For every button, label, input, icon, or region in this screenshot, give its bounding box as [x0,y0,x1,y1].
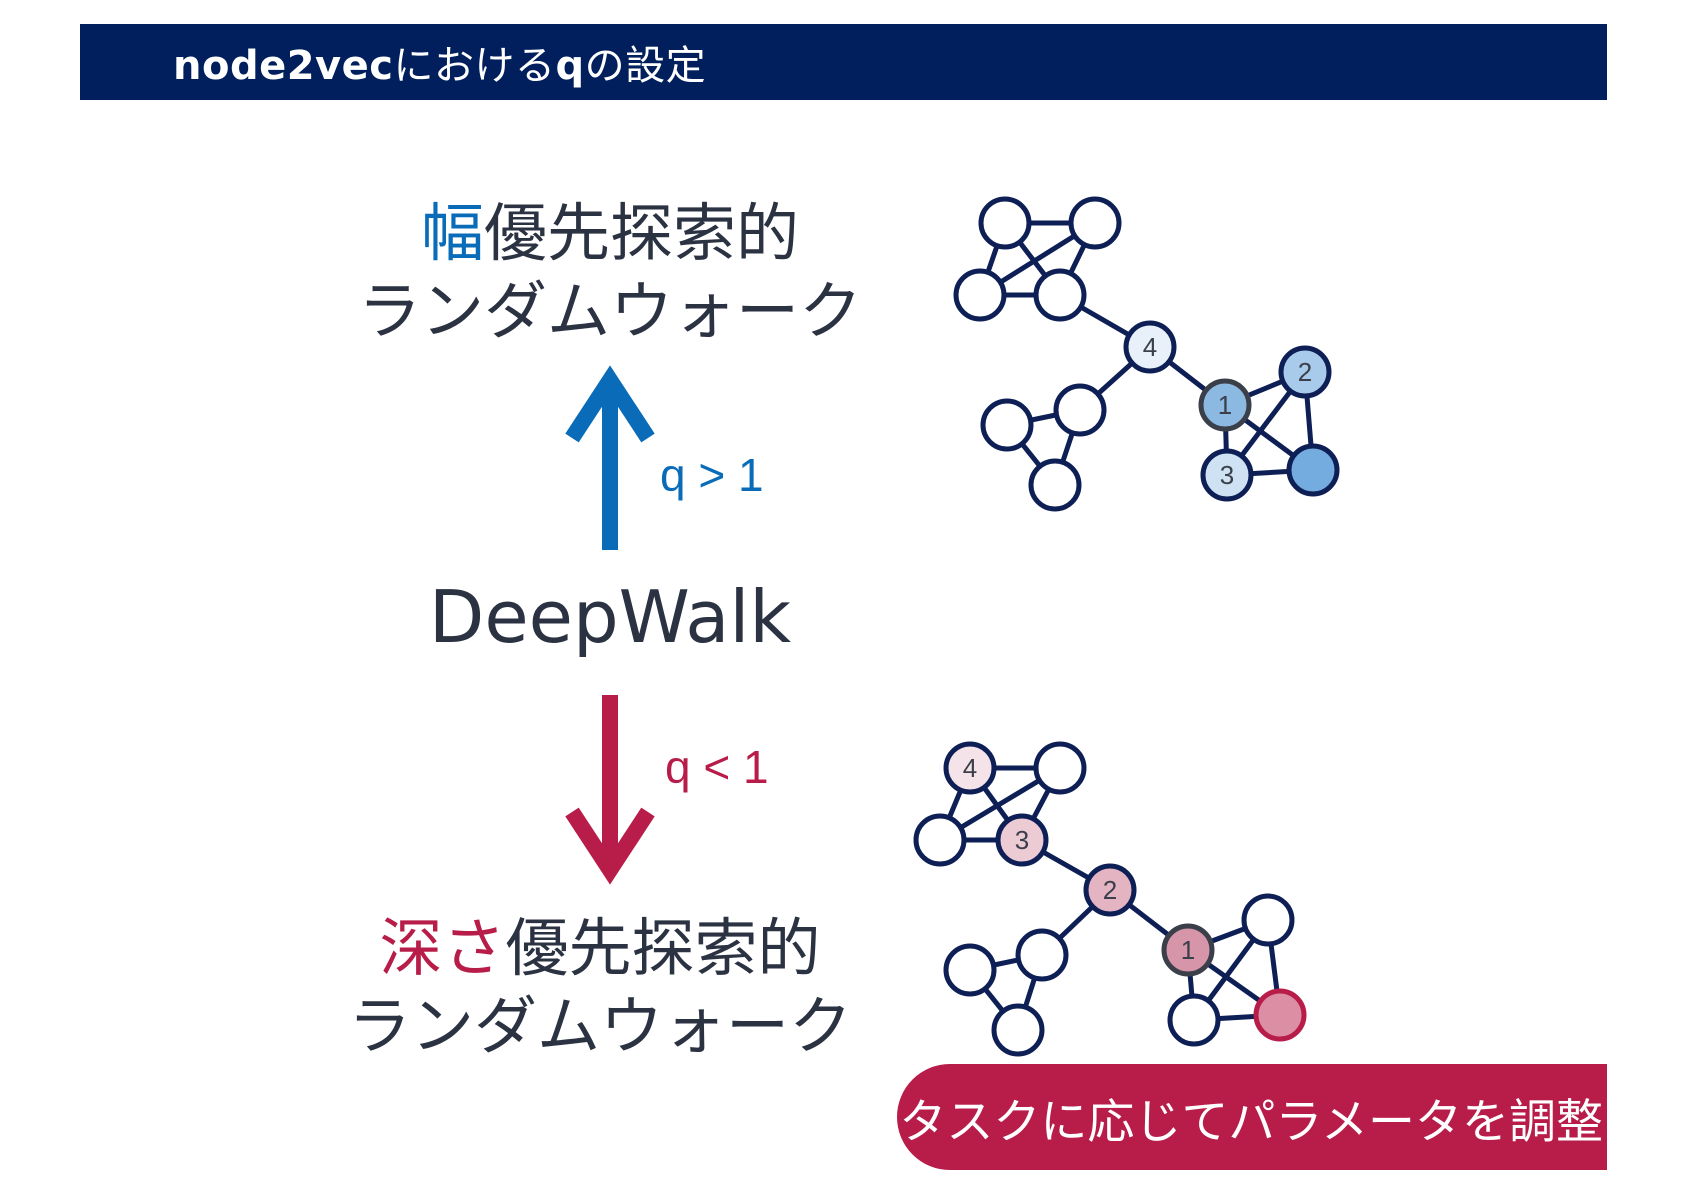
bfs-graph: 4 1 2 3 [953,196,1340,512]
dfs-accent: 深さ [379,912,506,985]
dfs-node [943,943,997,997]
page-title: node2vecにおけるqの設定 [80,33,706,91]
bfs-node [1033,268,1087,322]
direction-arrows [565,365,655,885]
bfs-node [953,268,1007,322]
dfs-label-1: 1 [1181,935,1195,965]
up-arrow [565,365,655,550]
dfs-rest: 優先探索的 [505,912,821,985]
dfs-node-target [1253,988,1307,1042]
q-greater-label: q > 1 [660,449,764,501]
dfs-node-4 [943,741,997,795]
title-tail: の設定 [584,43,707,89]
bfs-node-target [1286,443,1340,497]
bfs-node [1068,196,1122,250]
dfs-walk-label: 深さ優先探索的 ランダムウォーク [320,910,880,1066]
bfs-node-4 [1123,320,1177,374]
dfs-node [1033,741,1087,795]
title-q: q [555,43,585,89]
dfs-line1: 深さ優先探索的 [320,910,880,988]
dfs-node [913,813,967,867]
dfs-node-2 [1083,863,1137,917]
dfs-node [991,1003,1045,1057]
bfs-node-3 [1200,448,1254,502]
bfs-label-1: 1 [1218,390,1232,420]
bfs-line2: ランダムウォーク [358,275,862,348]
bfs-label-2: 2 [1298,357,1312,387]
dfs-node-3 [995,813,1049,867]
bfs-node-1 [1198,378,1252,432]
bfs-label-3: 3 [1220,460,1234,490]
bfs-node [980,398,1034,452]
title-mid: における [393,43,556,89]
dfs-node [1241,893,1295,947]
dfs-node [1167,993,1221,1047]
dfs-line2: ランダムウォーク [348,990,852,1063]
bfs-node [1053,383,1107,437]
dfs-graph: 4 3 2 1 [913,741,1307,1057]
dfs-label-4: 4 [963,753,977,783]
down-arrow [565,695,655,885]
bfs-rest: 優先探索的 [484,197,799,270]
deepwalk-label: DeepWalk [428,575,792,659]
bfs-label-4: 4 [1143,332,1157,362]
bfs-node [978,196,1032,250]
bfs-accent: 幅 [421,197,484,270]
bfs-walk-label: 幅優先探索的 ランダムウォーク [330,195,890,351]
tagline-text: タスクに応じてパラメータを調整 [899,1094,1603,1150]
dfs-label-3: 3 [1015,825,1029,855]
dfs-label-2: 2 [1103,875,1117,905]
header-bar: node2vecにおけるqの設定 [80,24,1607,100]
bfs-line1: 幅優先探索的 [330,195,890,273]
title-node2vec: node2vec [173,43,394,89]
dfs-node [1015,928,1069,982]
q-less-label: q < 1 [665,741,769,793]
dfs-node-1 [1161,923,1215,977]
bfs-node-2 [1278,345,1332,399]
tagline-banner: タスクに応じてパラメータを調整 [897,1064,1607,1170]
bfs-node [1028,458,1082,512]
